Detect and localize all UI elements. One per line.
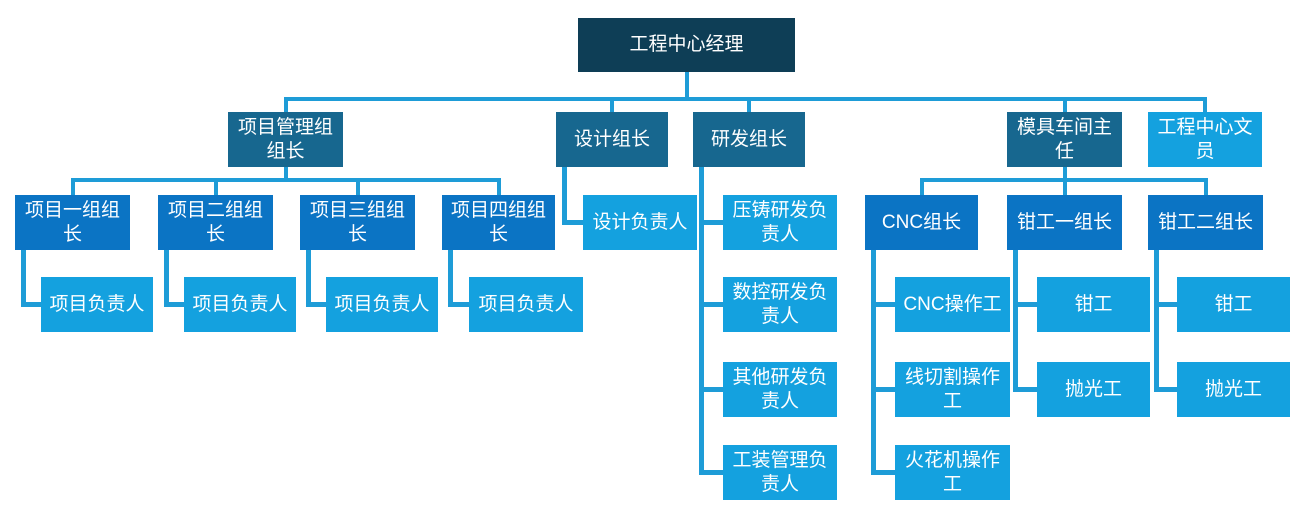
connector-line	[283, 97, 288, 112]
connector-line	[1154, 250, 1159, 392]
org-node-pm_lead[interactable]: 项目管理组组长	[228, 112, 343, 167]
org-node-p1_member[interactable]: 项目负责人	[41, 277, 153, 332]
connector-line	[164, 250, 169, 307]
org-node-p4_lead[interactable]: 项目四组组长	[442, 195, 555, 250]
org-node-manager[interactable]: 工程中心经理	[578, 18, 795, 72]
org-node-polisher1[interactable]: 抛光工	[1037, 362, 1150, 417]
org-node-p1_lead[interactable]: 项目一组组长	[15, 195, 130, 250]
org-node-cnc_lead[interactable]: CNC组长	[865, 195, 978, 250]
connector-line	[562, 167, 567, 225]
connector-line	[871, 302, 895, 307]
org-node-rd_cnc[interactable]: 数控研发负责人	[723, 277, 837, 332]
connector-line	[747, 97, 751, 112]
connector-line	[699, 387, 723, 392]
org-node-wirecut_op[interactable]: 线切割操作工	[895, 362, 1010, 417]
connector-line	[1062, 97, 1067, 112]
connector-line	[871, 470, 895, 475]
connector-line	[496, 178, 501, 195]
org-node-fitter2_lead[interactable]: 钳工二组长	[1148, 195, 1263, 250]
org-node-p3_member[interactable]: 项目负责人	[326, 277, 438, 332]
org-node-p2_member[interactable]: 项目负责人	[184, 277, 296, 332]
org-node-fitter2_worker[interactable]: 钳工	[1177, 277, 1290, 332]
connector-line	[699, 220, 723, 225]
connector-line	[1013, 302, 1037, 307]
org-node-design_member[interactable]: 设计负责人	[583, 195, 697, 250]
org-node-rd_other[interactable]: 其他研发负责人	[723, 362, 837, 417]
connector-line	[1013, 250, 1018, 392]
connector-line	[1062, 178, 1067, 195]
org-node-clerk[interactable]: 工程中心文员	[1148, 112, 1262, 167]
connector-line	[1062, 167, 1067, 182]
connector-line	[70, 178, 501, 182]
connector-line	[684, 72, 689, 101]
connector-line	[871, 250, 876, 475]
connector-line	[1154, 302, 1177, 307]
connector-line	[919, 178, 924, 195]
connector-line	[355, 178, 360, 195]
org-node-p2_lead[interactable]: 项目二组组长	[158, 195, 273, 250]
connector-line	[21, 250, 26, 307]
org-node-rd_tooling[interactable]: 工装管理负责人	[723, 445, 837, 500]
connector-line	[1203, 178, 1208, 195]
org-node-mold_director[interactable]: 模具车间主任	[1007, 112, 1122, 167]
connector-line	[562, 220, 583, 225]
connector-line	[871, 387, 895, 392]
connector-line	[306, 302, 326, 307]
connector-line	[164, 302, 184, 307]
connector-line	[1013, 387, 1037, 392]
connector-line	[70, 178, 75, 195]
org-node-polisher2[interactable]: 抛光工	[1177, 362, 1290, 417]
connector-line	[213, 178, 218, 195]
connector-line	[1203, 97, 1207, 112]
connector-line	[283, 97, 1207, 101]
org-node-fitter1_worker[interactable]: 钳工	[1037, 277, 1150, 332]
org-node-rd_lead[interactable]: 研发组长	[693, 112, 805, 167]
connector-line	[699, 302, 723, 307]
org-node-p3_lead[interactable]: 项目三组组长	[300, 195, 415, 250]
org-node-design_lead[interactable]: 设计组长	[556, 112, 668, 167]
connector-line	[448, 250, 453, 307]
connector-line	[283, 167, 288, 182]
org-node-spark_op[interactable]: 火花机操作工	[895, 445, 1010, 500]
org-node-p4_member[interactable]: 项目负责人	[469, 277, 583, 332]
connector-line	[1154, 387, 1177, 392]
connector-line	[699, 470, 723, 475]
org-node-rd_diecast[interactable]: 压铸研发负责人	[723, 195, 837, 250]
org-node-fitter1_lead[interactable]: 钳工一组长	[1007, 195, 1122, 250]
connector-line	[699, 167, 704, 475]
connector-line	[306, 250, 311, 307]
connector-line	[448, 302, 469, 307]
connector-line	[610, 97, 614, 112]
org-node-cnc_op[interactable]: CNC操作工	[895, 277, 1010, 332]
connector-line	[21, 302, 41, 307]
